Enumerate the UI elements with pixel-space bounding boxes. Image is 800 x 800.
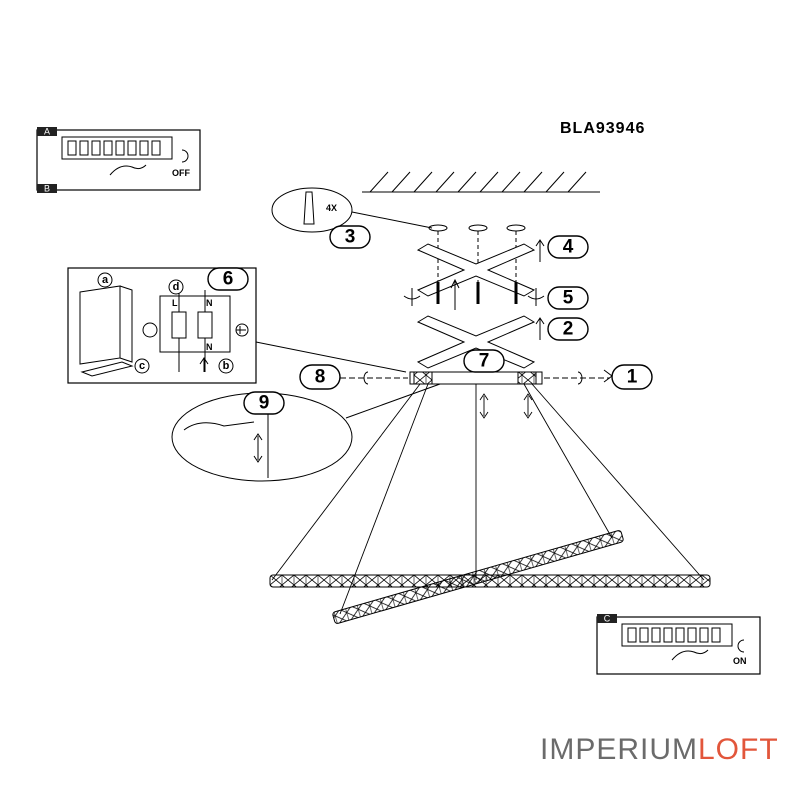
hand-switch-icon xyxy=(109,164,147,176)
step-9: 9 xyxy=(243,391,285,415)
svg-text:1: 1 xyxy=(627,367,638,388)
panel-a-label: A xyxy=(44,127,50,137)
cross-bracket-upper xyxy=(416,243,536,297)
on-text: ON xyxy=(733,656,747,666)
wiring-label-n: N xyxy=(206,298,213,308)
step-badges: 1 2 3 4 5 6 7 8 9 xyxy=(207,225,653,415)
pliers-icon xyxy=(80,361,134,377)
crystal-ring-tilted xyxy=(332,530,624,624)
model-code: BLA93946 xyxy=(560,120,646,137)
terminal-block-icon xyxy=(61,136,173,160)
hand-switch-icon xyxy=(671,649,709,661)
step-5: 5 xyxy=(547,286,589,310)
svg-text:7: 7 xyxy=(479,351,490,372)
canopy-box-icon xyxy=(79,285,133,365)
wiring-label-c: c xyxy=(139,360,145,372)
step-7: 7 xyxy=(463,349,505,373)
step-8: 8 xyxy=(299,364,341,390)
step-6: 6 xyxy=(207,267,249,291)
lift-arrows xyxy=(403,239,545,340)
svg-text:2: 2 xyxy=(563,319,574,340)
terminal-block-icon xyxy=(621,623,733,647)
step-1: 1 xyxy=(603,364,653,390)
svg-text:8: 8 xyxy=(315,367,326,388)
rotate-off-icon xyxy=(181,149,189,163)
svg-text:3: 3 xyxy=(345,227,356,248)
brand-part-1: IMPERIUM xyxy=(540,733,698,766)
panel-b-label: B xyxy=(44,184,50,194)
step-2: 2 xyxy=(547,317,589,341)
step-3: 3 xyxy=(329,225,371,249)
svg-text:6: 6 xyxy=(223,269,234,290)
brand-part-2: LOFT xyxy=(698,733,779,766)
cross-bracket-lower xyxy=(416,315,536,369)
screws-row xyxy=(436,278,518,310)
canopy xyxy=(340,371,610,385)
svg-text:4: 4 xyxy=(563,237,574,258)
wiring-label-a: a xyxy=(102,274,109,286)
wiring-label-b: b xyxy=(223,360,230,372)
rotate-on-icon xyxy=(737,639,745,653)
wiring-label-n2: N xyxy=(206,342,213,352)
ceiling-hatch xyxy=(362,171,600,193)
panel-c-power-on: C ON xyxy=(596,614,761,675)
wiring-label-d: d xyxy=(173,281,180,293)
hand-cable-icon xyxy=(183,421,255,431)
cable-adjust-callout xyxy=(171,383,441,482)
svg-text:5: 5 xyxy=(563,288,574,309)
brand-logo: IMPERIUMLOFT xyxy=(540,733,779,767)
step-4: 4 xyxy=(547,235,589,259)
panel-c-label: C xyxy=(604,614,611,624)
svg-text:9: 9 xyxy=(259,393,270,414)
screw-qty-text: 4X xyxy=(326,203,337,213)
wire-connector-icon xyxy=(171,290,213,372)
anchor-screw-icon xyxy=(303,191,315,225)
panel-a-b-power-off: A B OFF xyxy=(36,127,201,194)
ground-icon xyxy=(236,326,246,334)
wiring-label-l: L xyxy=(172,298,178,308)
off-text: OFF xyxy=(172,168,190,178)
screw-callout: 4X xyxy=(271,187,433,233)
